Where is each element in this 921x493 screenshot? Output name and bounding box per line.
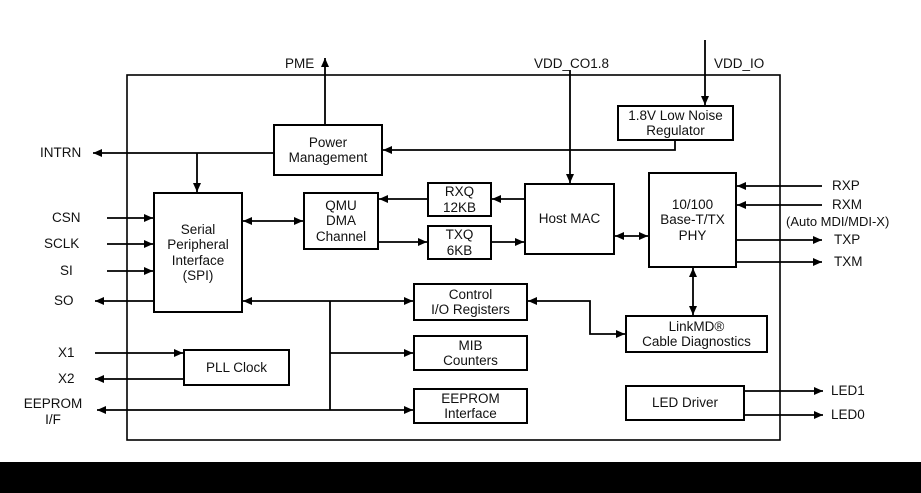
block-label-line: DMA bbox=[326, 213, 356, 229]
block-label-line: Interface bbox=[171, 252, 225, 268]
pin-label-x2: X2 bbox=[58, 371, 75, 386]
block-label-line: Cable Diagnostics bbox=[642, 334, 751, 349]
block-label-line: 6KB bbox=[446, 242, 473, 258]
wire-regulator-to-power-mgmt bbox=[383, 141, 676, 154]
block-led-driver: LED Driver bbox=[625, 385, 745, 421]
pin-label-pme: PME bbox=[285, 56, 315, 71]
pin-label-line: I/F bbox=[45, 412, 61, 427]
block-power-management: Power Management bbox=[273, 124, 383, 176]
pin-label-csn: CSN bbox=[52, 210, 81, 225]
block-phy: 10/100 Base-T/TX PHY bbox=[648, 172, 737, 268]
block-spi: Serial Peripheral Interface (SPI) bbox=[153, 192, 243, 313]
pin-label-vdd-io: VDD_IO bbox=[714, 56, 765, 71]
pin-label-x1: X1 bbox=[58, 345, 75, 360]
pin-label-rxm: RXM bbox=[832, 197, 862, 212]
pin-label-intrn: INTRN bbox=[40, 145, 82, 160]
block-label-line: Channel bbox=[315, 228, 367, 244]
wire-control-linkmd bbox=[528, 297, 625, 338]
block-label-line: Management bbox=[288, 150, 368, 165]
block-label-line: I/O Registers bbox=[431, 302, 510, 317]
pin-label-vdd-co18: VDD_CO1.8 bbox=[534, 56, 610, 71]
block-pll-clock: PLL Clock bbox=[183, 349, 290, 386]
pin-label-txp: TXP bbox=[834, 232, 861, 247]
pin-label-led0: LED0 bbox=[831, 407, 865, 422]
block-label-line: RXQ bbox=[444, 184, 475, 199]
block-label-line: 10/100 bbox=[671, 196, 714, 212]
block-mib-counters: MIB Counters bbox=[413, 335, 528, 371]
block-label-line: Peripheral bbox=[167, 237, 229, 252]
block-label-line: QMU bbox=[325, 197, 357, 213]
block-label-line: LinkMD® bbox=[668, 318, 725, 334]
block-label-line: PHY bbox=[678, 227, 707, 243]
block-label-line: Serial bbox=[180, 221, 216, 237]
block-label-line: LED Driver bbox=[651, 395, 718, 411]
block-host-mac: Host MAC bbox=[524, 183, 615, 255]
block-label-line: Base-T/TX bbox=[660, 212, 725, 228]
pin-label-txm: TXM bbox=[834, 254, 863, 269]
block-qmu-dma-channel: QMU DMA Channel bbox=[303, 192, 379, 250]
block-eeprom-interface: EEPROM Interface bbox=[413, 388, 528, 424]
block-label-line: (SPI) bbox=[182, 268, 214, 283]
block-label-line: TXQ bbox=[445, 227, 474, 242]
block-label-line: 1.8V Low Noise bbox=[628, 107, 723, 123]
block-label-line: Power bbox=[308, 134, 348, 150]
pin-label-led1: LED1 bbox=[831, 383, 865, 398]
block-label-line: Interface bbox=[444, 406, 497, 421]
block-control-io-registers: Control I/O Registers bbox=[413, 283, 528, 321]
bottom-bar bbox=[0, 462, 921, 493]
block-label-line: PLL Clock bbox=[205, 359, 268, 375]
block-18v-regulator: 1.8V Low Noise Regulator bbox=[617, 105, 734, 141]
label-auto-mdi-mdix: (Auto MDI/MDI-X) bbox=[786, 214, 890, 229]
block-label-line: Control bbox=[448, 286, 493, 302]
block-txq: TXQ 6KB bbox=[427, 225, 492, 260]
pin-label-line: EEPROM bbox=[23, 396, 83, 411]
pin-label-si: SI bbox=[60, 263, 73, 278]
block-label-line: Counters bbox=[443, 353, 498, 368]
block-label-line: Host MAC bbox=[538, 211, 601, 227]
block-rxq: RXQ 12KB bbox=[427, 182, 492, 217]
pin-label-sclk: SCLK bbox=[44, 236, 80, 251]
pin-label-eeprom-if: EEPROM I/F bbox=[12, 396, 94, 428]
block-linkmd-cable-diagnostics: LinkMD® Cable Diagnostics bbox=[625, 315, 768, 353]
block-label-line: Regulator bbox=[646, 123, 705, 138]
pin-label-rxp: RXP bbox=[832, 178, 860, 193]
block-label-line: MIB bbox=[458, 337, 483, 353]
block-label-line: EEPROM bbox=[441, 390, 500, 406]
pin-label-so: SO bbox=[54, 293, 74, 308]
block-label-line: 12KB bbox=[442, 199, 477, 215]
